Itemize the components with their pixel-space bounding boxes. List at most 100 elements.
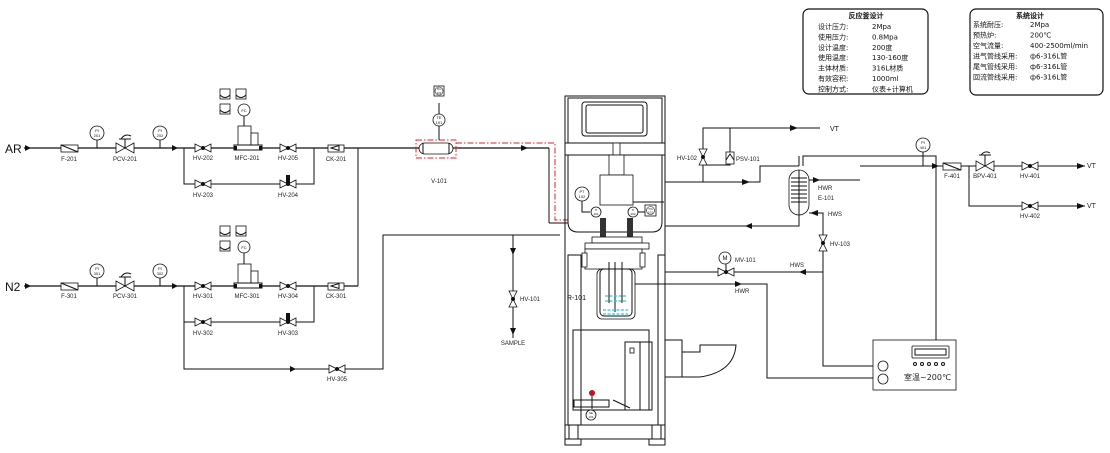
outlet-vt1-label: VT (1087, 163, 1097, 170)
motor-valve-mv101[interactable]: M (717, 251, 735, 277)
flow-display-panel-n2 (219, 225, 247, 252)
hv202-label: HV-202 (193, 156, 214, 162)
pressure-indicator-pi202[interactable]: PI 202 (152, 125, 168, 141)
reactor-spec-key: 设计压力: (818, 22, 848, 31)
system-spec-key: 系统耐压: (973, 20, 1003, 29)
hand-valve-hv102[interactable] (698, 148, 708, 166)
hv402-label: HV-402 (1020, 214, 1041, 220)
temperature-indicator-left[interactable]: TI 101 (590, 206, 602, 218)
reactor-vessel-r101[interactable] (596, 262, 636, 320)
needle-valve-hv303[interactable] (279, 313, 297, 327)
hand-valve-hv101[interactable] (508, 290, 518, 308)
e101-label: E-101 (818, 196, 835, 202)
sample-label: SAMPLE (501, 341, 525, 347)
pressure-indicator-pi201[interactable]: PI 201 (89, 125, 105, 141)
ar-line: AR F-201 PI 201 PCV-201 PI 202 (5, 88, 380, 199)
heat-trace-line (456, 142, 568, 221)
reactor-spec-key: 控制方式: (818, 84, 848, 93)
svg-text:101: 101 (588, 415, 593, 419)
mfc301-label: MFC-301 (234, 294, 260, 300)
svg-text:202: 202 (157, 133, 164, 138)
reactor-spec-value: 200度 (872, 43, 892, 52)
hv102-label: HV-102 (677, 156, 698, 162)
reactor-cabinet: PT 102 TI 101 TI 102 TIC 102 (564, 95, 737, 446)
system-spec-value: ф6-316L管 (1030, 52, 1067, 61)
svg-text:TIC: TIC (648, 207, 654, 211)
flow-controller-fc201[interactable]: FC (237, 103, 251, 117)
reactor-spec-title: 反应釜设计 (849, 11, 884, 20)
preheater-vessel[interactable] (418, 142, 454, 155)
speed-element-se101[interactable]: SE 101 (585, 409, 597, 421)
filter-f201[interactable] (60, 144, 79, 153)
svg-text:PI: PI (95, 266, 99, 271)
hv302-label: HV-302 (193, 331, 214, 337)
svg-text:301: 301 (94, 271, 101, 276)
flow-display-panel-ar (219, 88, 247, 115)
mass-flow-controller-mfc201[interactable] (233, 116, 263, 151)
heater-loop: HWS M MV-101 HWR (635, 232, 937, 379)
hand-valve-hv205[interactable] (279, 143, 297, 153)
hand-valve-hv202[interactable] (194, 143, 212, 153)
n2-source-label: N2 (5, 280, 21, 294)
filter-f401[interactable] (942, 162, 962, 171)
circulating-heater[interactable]: 室温~200℃ (872, 339, 957, 391)
filter-f301[interactable] (60, 282, 79, 291)
temperature-indicator-right[interactable]: TI 102 (627, 206, 639, 218)
pressure-control-valve-pcv301[interactable] (115, 272, 135, 292)
outlet-line: PI 401 F-401 BPV-401 HV-401 VT HV-402 VT (860, 137, 1097, 220)
back-pressure-valve-bpv401[interactable] (975, 151, 995, 172)
reactor-spec-value: 0.8Mpa (872, 33, 898, 41)
check-valve-ck201[interactable] (327, 144, 345, 153)
pressure-control-valve-pcv201[interactable] (115, 134, 135, 154)
reactor-spec-key: 使用温度: (818, 53, 848, 62)
svg-text:SE: SE (589, 411, 593, 415)
mv101-label: MV-101 (735, 258, 756, 264)
needle-valve-hv204[interactable] (279, 175, 297, 189)
pressure-indicator-pi401[interactable]: PI 401 (915, 137, 931, 153)
mass-flow-controller-mfc301[interactable] (233, 253, 263, 289)
hv305-label: HV-305 (327, 377, 348, 383)
svg-text:102: 102 (579, 194, 586, 199)
hand-valve-hv103[interactable] (818, 234, 828, 252)
e101-hws-label: HWS (828, 212, 842, 218)
filter-f201-label: F-201 (61, 157, 77, 163)
reactor-spec-value: 2Mpa (872, 23, 891, 31)
system-spec-value: ф6-316L管 (1030, 62, 1067, 71)
check-valve-ck301[interactable] (327, 282, 345, 291)
agitator-lower (603, 309, 628, 315)
filter-f301-label: F-301 (61, 294, 77, 300)
bpv401-label: BPV-401 (973, 174, 997, 180)
hand-valve-hv301[interactable] (194, 281, 212, 291)
pressure-indicator-pi302[interactable]: PI 302 (152, 263, 168, 279)
flow-controller-fc301[interactable]: FC (237, 240, 251, 254)
pressure-indicator-pi301[interactable]: PI 301 (89, 263, 105, 279)
psv101-label: PSV-101 (736, 157, 760, 163)
pressure-transmitter-pt102[interactable]: PT 102 (574, 186, 590, 202)
system-spec-key: 空气流量: (973, 41, 1003, 50)
condenser-vessel[interactable] (788, 169, 810, 216)
hand-valve-hv302[interactable] (194, 317, 212, 327)
hand-valve-hv305[interactable] (328, 364, 346, 374)
svg-text:FC: FC (241, 108, 246, 113)
hv303-label: HV-303 (278, 331, 299, 337)
cabinet-screen (581, 101, 648, 137)
svg-text:PT: PT (579, 189, 585, 194)
hv205-label: HV-205 (278, 156, 299, 162)
reactor-spec-key: 设计温度: (818, 43, 848, 52)
hand-valve-hv203[interactable] (194, 179, 212, 189)
safety-valve-psv101[interactable] (725, 151, 735, 165)
vent-line: VT HV-102 PSV-101 (665, 125, 840, 183)
n2-line: N2 F-301 PI 301 PCV-301 PI 302 (5, 148, 560, 383)
svg-text:102: 102 (648, 211, 653, 215)
agitator-upper (605, 295, 626, 302)
hand-valve-hv401[interactable] (1021, 161, 1039, 171)
reactor-spec-key: 使用压力: (818, 32, 848, 41)
svg-text:TI: TI (632, 208, 635, 212)
temperature-controller-tic101[interactable]: TIC 101 (433, 85, 445, 97)
temperature-controller-tic102[interactable]: TIC 102 (644, 204, 657, 217)
temperature-element-te101[interactable]: TE 101 (432, 113, 446, 127)
pcv201-label: PCV-201 (113, 157, 138, 163)
hand-valve-hv304[interactable] (279, 281, 297, 291)
reactor-spec-value: 130-160度 (872, 53, 908, 62)
hand-valve-hv402[interactable] (1021, 201, 1039, 211)
